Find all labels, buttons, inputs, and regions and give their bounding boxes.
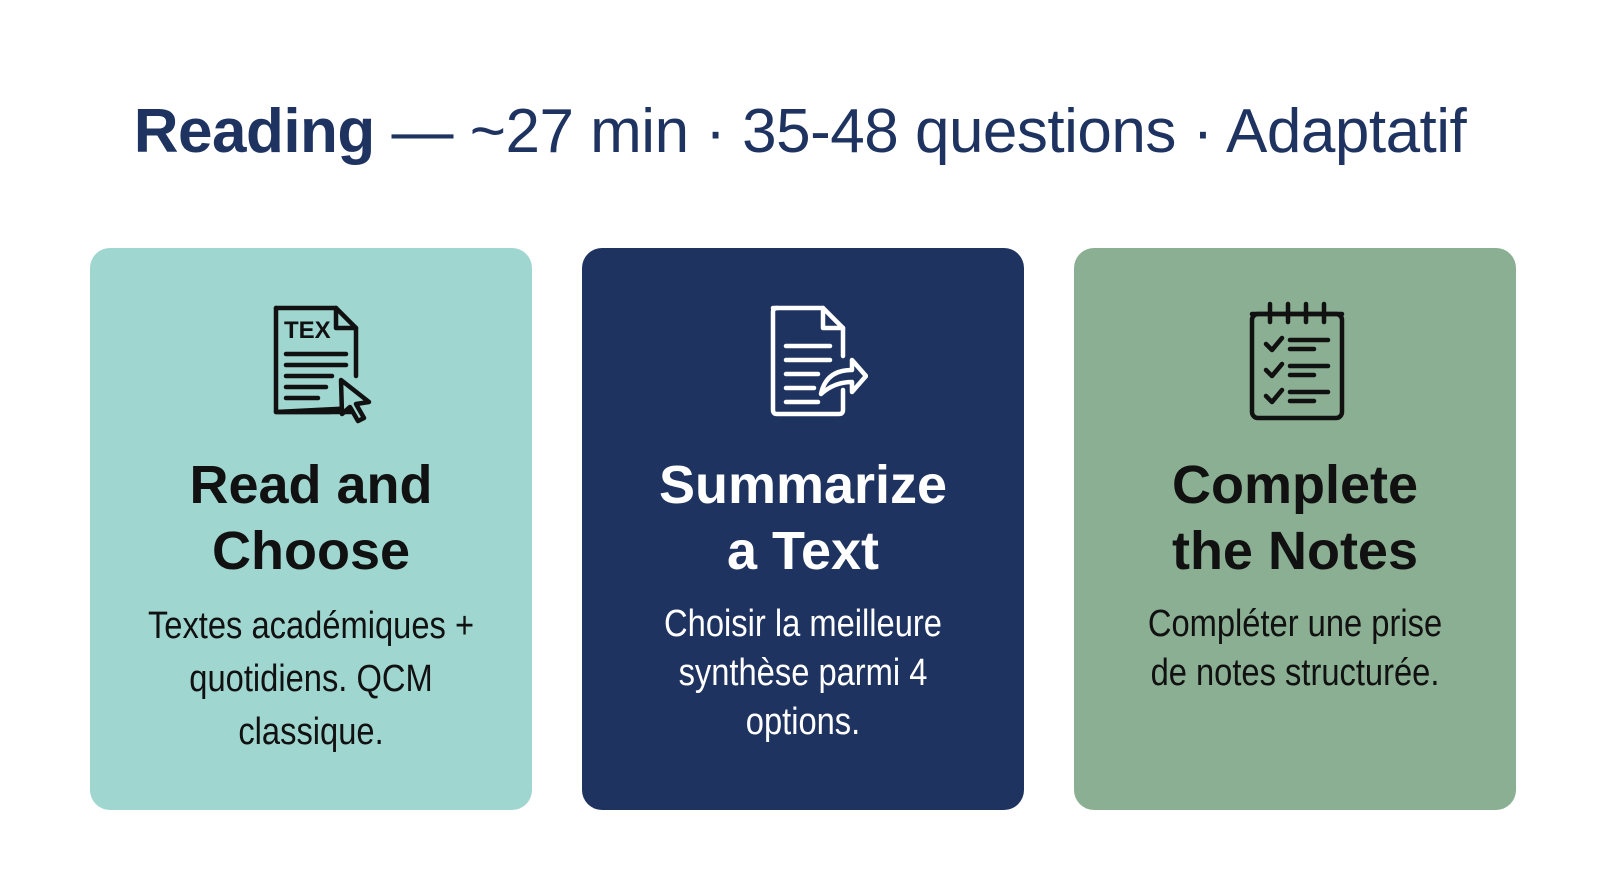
card-heading: Complete the Notes bbox=[1074, 452, 1516, 584]
document-text-cursor-icon: TEX bbox=[246, 298, 376, 428]
card-description: Textes académiques + quotidiens. QCM cla… bbox=[147, 605, 475, 753]
card-heading-line1: Complete bbox=[1171, 455, 1419, 515]
card-heading: Summarize a Text bbox=[582, 452, 1024, 584]
notepad-checklist-icon bbox=[1230, 298, 1360, 428]
page-title: Reading — ~27 min · 35-48 questions · Ad… bbox=[0, 92, 1600, 172]
title-section-name: Reading bbox=[133, 97, 376, 166]
card-complete-the-notes: Complete the Notes Compléter une prise d… bbox=[1074, 248, 1516, 810]
card-heading-line2: the Notes bbox=[1171, 521, 1419, 581]
card-heading: Read and Choose bbox=[90, 452, 532, 584]
card-description: Compléter une prise de notes structurée. bbox=[1147, 603, 1443, 694]
card-heading-line1: Summarize bbox=[658, 455, 948, 515]
card-heading-line2: Choose bbox=[211, 521, 411, 581]
card-read-and-choose: TEX Read and Choose Textes académiques +… bbox=[90, 248, 532, 810]
card-heading-line1: Read and bbox=[189, 455, 433, 515]
title-details: — ~27 min · 35-48 questions · Adaptatif bbox=[374, 97, 1467, 166]
svg-text:TEX: TEX bbox=[284, 317, 331, 344]
card-description: Choisir la meilleure synthèse parmi 4 op… bbox=[664, 603, 942, 743]
card-heading-line2: a Text bbox=[726, 521, 880, 581]
document-share-arrow-icon bbox=[738, 298, 868, 428]
card-summarize-a-text: Summarize a Text Choisir la meilleure sy… bbox=[582, 248, 1024, 810]
